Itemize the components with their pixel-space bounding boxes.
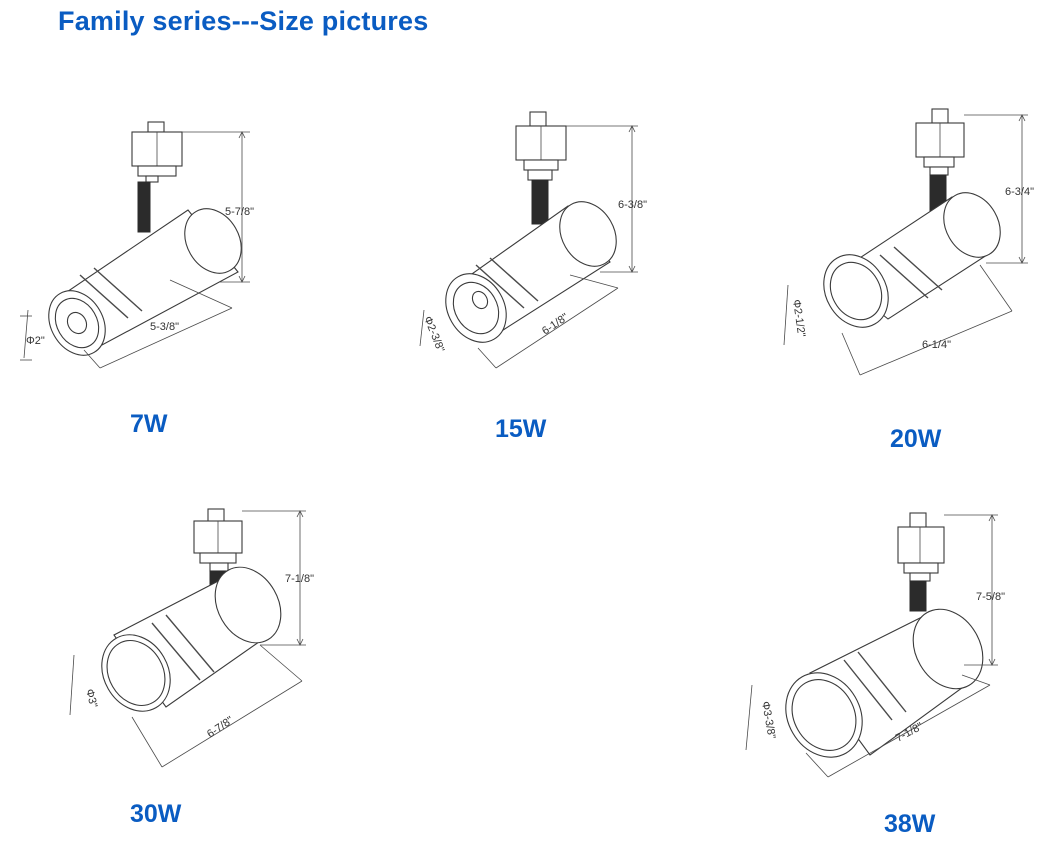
dim-length-38w: 7-1/8" — [894, 720, 925, 744]
watt-label-7w: 7W — [130, 410, 168, 438]
page-title: Family series---Size pictures — [58, 6, 429, 36]
dim-height-20w: 6-3/4" — [1005, 186, 1034, 198]
dim-length-7w: 5-3/8" — [150, 321, 179, 333]
watt-label-20w: 20W — [890, 425, 942, 453]
dim-height-38w: 7-5/8" — [976, 591, 1005, 603]
dim-diameter-20w: Φ2-1/2" — [790, 299, 807, 338]
watt-label-38w: 38W — [884, 810, 936, 838]
dim-length-20w: 6-1/4" — [922, 339, 951, 351]
watt-label-15w: 15W — [495, 415, 547, 443]
dim-height-30w: 7-1/8" — [285, 573, 314, 585]
watt-label-30w: 30W — [130, 800, 182, 828]
dim-diameter-30w: Φ3" — [83, 688, 99, 709]
dim-diameter-7w: Φ2" — [26, 335, 45, 347]
dim-height-7w: 5-7/8" — [225, 206, 254, 218]
dim-height-15w: 6-3/8" — [618, 199, 647, 211]
dim-diameter-38w: Φ3-3/8" — [759, 700, 777, 739]
